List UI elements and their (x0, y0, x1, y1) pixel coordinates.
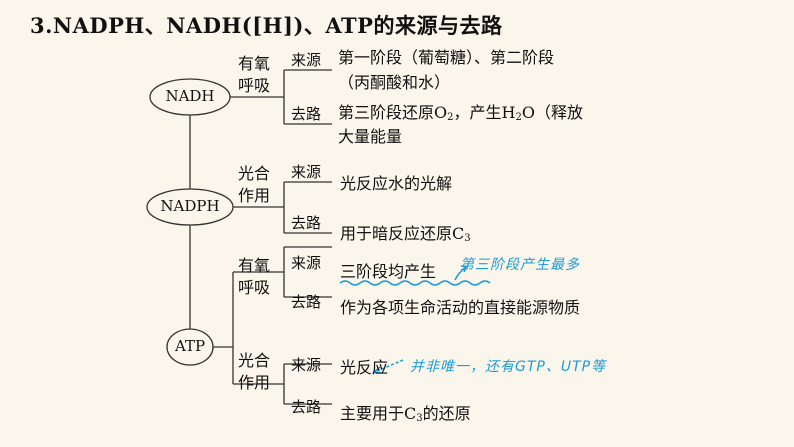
atp-resp-source-tag: 来源 (291, 254, 322, 272)
atp-resp-dest-text: 作为各项生命活动的直接能源物质 (340, 298, 581, 317)
page-title: 3.NADPH、NADH([H])、ATP的来源与去路 (30, 13, 503, 38)
atp-resp-category-line2: 呼吸 (238, 278, 271, 297)
nadh-dest-tag: 去路 (291, 105, 322, 123)
atp-label: ATP (174, 337, 206, 355)
nadh-category-line2: 呼吸 (238, 76, 271, 95)
nadph-dest-text: 用于暗反应还原C3 (340, 224, 471, 244)
note2-arrow (374, 359, 404, 373)
nadh-node (149, 78, 231, 116)
nadph-category-line2: 作用 (238, 186, 271, 205)
nadh-source-tag: 来源 (291, 51, 322, 69)
atp-photo-dest-tag: 去路 (291, 398, 322, 416)
atp-photo-source-tag: 来源 (291, 356, 322, 374)
nadh-dest-line1: 第三阶段还原O2，产生H2O（释放 (338, 103, 583, 123)
note-third-stage: 第三阶段产生最多 (460, 257, 580, 273)
atp-photo-category-line2: 作用 (238, 373, 271, 392)
atp-node (166, 328, 214, 366)
atp-photo-dest-text: 主要用于C3的还原 (340, 404, 471, 424)
nadh-source-line2: （丙酮酸和水） (338, 73, 451, 92)
nadph-source-tag: 来源 (291, 163, 322, 181)
atp-photo-category-line1: 光合 (238, 351, 271, 370)
note1-arrow (454, 267, 466, 281)
atp-resp-category-line1: 有氧 (238, 256, 271, 275)
nadph-dest-tag: 去路 (291, 214, 322, 232)
nadph-source-text: 光反应水的光解 (340, 174, 453, 193)
nadh-dest-line2: 大量能量 (338, 127, 403, 146)
atp-photo-source-text: 光反应 (340, 358, 389, 377)
atp-resp-dest-tag: 去路 (291, 293, 322, 311)
atp-resp-source-text: 三阶段均产生 (340, 262, 437, 281)
wavy-underline (339, 280, 491, 286)
nadh-label: NADH (165, 87, 215, 105)
note-not-unique: 并非唯一，还有GTP、UTP等 (410, 359, 607, 375)
nadph-label: NADPH (160, 197, 220, 215)
nadh-source-line1: 第一阶段（葡萄糖）、第二阶段 (338, 48, 555, 67)
nadh-category-line1: 有氧 (238, 54, 271, 73)
nadph-node (146, 188, 234, 226)
nadph-category-line1: 光合 (238, 164, 271, 183)
